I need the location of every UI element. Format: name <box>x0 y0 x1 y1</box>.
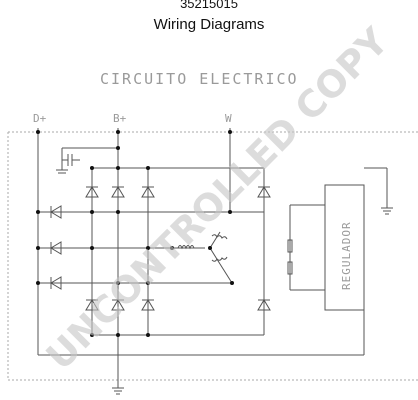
regulator-label: REGULADOR <box>340 221 353 290</box>
regulator-box <box>324 184 365 311</box>
junction-dots <box>36 130 234 337</box>
circuit-title: CIRCUITO ELECTRICO <box>100 70 299 88</box>
terminal-w: W <box>225 112 232 125</box>
housing-outline <box>7 131 418 381</box>
page-subtitle: Wiring Diagrams <box>153 16 265 33</box>
terminal-d-plus: D+ <box>33 112 47 125</box>
stator-coils <box>177 234 293 275</box>
terminal-b-plus: B+ <box>113 112 127 125</box>
ground-symbols <box>56 169 393 395</box>
part-number: 35215015 <box>180 0 238 11</box>
